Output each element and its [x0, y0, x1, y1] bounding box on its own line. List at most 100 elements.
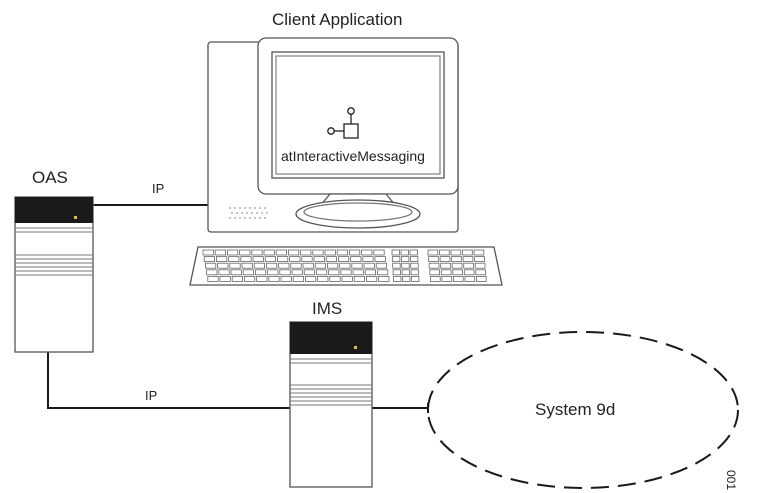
keyboard-key — [374, 256, 386, 263]
ip-link-oas-to-ims — [47, 350, 290, 409]
keyboard-key — [362, 256, 374, 263]
keyboard-key — [203, 256, 215, 263]
keyboard-key — [373, 249, 385, 256]
keyboard-key — [231, 275, 243, 282]
speaker-grille — [229, 207, 268, 219]
network-label: System 9d — [535, 400, 616, 419]
monitor-base-inner — [303, 202, 413, 222]
keyboard-key — [264, 256, 277, 263]
keyboard-key — [256, 275, 268, 282]
keyboard-key — [452, 275, 464, 282]
keyboard-key — [463, 269, 475, 276]
keyboard-key — [410, 262, 419, 269]
monitor-screen-inner — [275, 55, 441, 175]
keyboard-key — [280, 275, 292, 282]
keyboard-key — [351, 262, 363, 269]
keyboard-key — [202, 249, 214, 256]
monitor-base — [295, 199, 421, 229]
keyboard-key — [353, 275, 366, 282]
ims-server — [289, 321, 373, 488]
keyboard-key — [401, 262, 410, 269]
keyboard-key — [206, 269, 218, 276]
keyboard-key — [392, 269, 401, 276]
keyboard — [189, 246, 503, 286]
keyboard-key — [439, 249, 450, 256]
keyboard-key — [339, 262, 351, 269]
keyboard-key — [226, 249, 239, 256]
monitor-screen — [271, 51, 445, 179]
keyboard-key — [291, 269, 303, 276]
keyboard-key — [400, 256, 410, 263]
keyboard-key — [329, 275, 341, 282]
keyboard-key — [276, 256, 289, 263]
keyboard-key — [204, 262, 217, 269]
keyboard-key — [441, 275, 453, 282]
keyboard-key — [352, 269, 364, 276]
keyboard-key — [393, 275, 402, 282]
keyboard-key — [240, 256, 252, 263]
keyboard-key — [411, 275, 420, 282]
keyboard-key — [463, 262, 474, 269]
keyboard-key — [289, 256, 301, 263]
keyboard-key — [267, 269, 279, 276]
keyboard-key — [336, 249, 349, 256]
component-port-top — [347, 107, 355, 115]
keyboard-key — [474, 262, 486, 269]
network-cloud — [427, 331, 739, 489]
keyboard-key — [230, 269, 242, 276]
keyboard-key — [242, 269, 254, 276]
keyboard-key — [302, 262, 314, 269]
keyboard-key — [348, 249, 361, 256]
keyboard-key — [263, 249, 275, 256]
keyboard-key — [392, 262, 401, 269]
keyboard-key — [375, 262, 388, 269]
keyboard-key — [473, 249, 485, 256]
keyboard-key — [391, 256, 401, 263]
keyboard-key — [315, 269, 328, 276]
component-label: atInteractiveMessaging — [281, 148, 425, 164]
keyboard-key — [303, 269, 316, 276]
keyboard-key — [243, 275, 256, 282]
component-icon — [327, 107, 359, 139]
keyboard-key — [265, 262, 278, 269]
keyboard-key — [253, 262, 265, 269]
keyboard-key — [218, 269, 230, 276]
keyboard-key — [312, 249, 324, 256]
keyboard-key — [290, 262, 302, 269]
keyboard-key — [365, 275, 378, 282]
keyboard-key — [409, 256, 419, 263]
keyboard-key — [475, 269, 486, 276]
component-port-left — [327, 127, 335, 135]
keyboard-key — [340, 269, 352, 276]
keyboard-key — [337, 256, 350, 263]
keyboard-key — [400, 249, 409, 256]
keyboard-key — [287, 249, 300, 256]
keyboard-key — [361, 249, 373, 256]
keyboard-key — [439, 256, 451, 263]
keyboard-key — [341, 275, 353, 282]
keyboard-key — [475, 275, 487, 282]
keyboard-key — [402, 275, 411, 282]
figure-number: 001 — [724, 470, 738, 491]
keyboard-key — [350, 256, 362, 263]
keyboard-key — [429, 269, 440, 276]
keyboard-key — [215, 256, 228, 263]
keyboard-key — [450, 249, 462, 256]
client-workstation — [207, 37, 459, 233]
keyboard-key — [254, 269, 267, 276]
keyboard-key — [326, 262, 339, 269]
keyboard-key — [292, 275, 305, 282]
keyboard-key — [427, 249, 439, 256]
keyboard-key — [378, 275, 390, 282]
keyboard-key — [409, 249, 418, 256]
keyboard-key — [440, 262, 451, 269]
ip-label-bottom: IP — [145, 388, 158, 403]
ims-server-top — [290, 322, 372, 354]
keyboard-key — [219, 275, 231, 282]
keyboard-keys — [202, 249, 487, 282]
keyboard-key — [304, 275, 317, 282]
keyboard-key — [278, 262, 290, 269]
keyboard-key — [391, 249, 400, 256]
keyboard-key — [451, 262, 463, 269]
